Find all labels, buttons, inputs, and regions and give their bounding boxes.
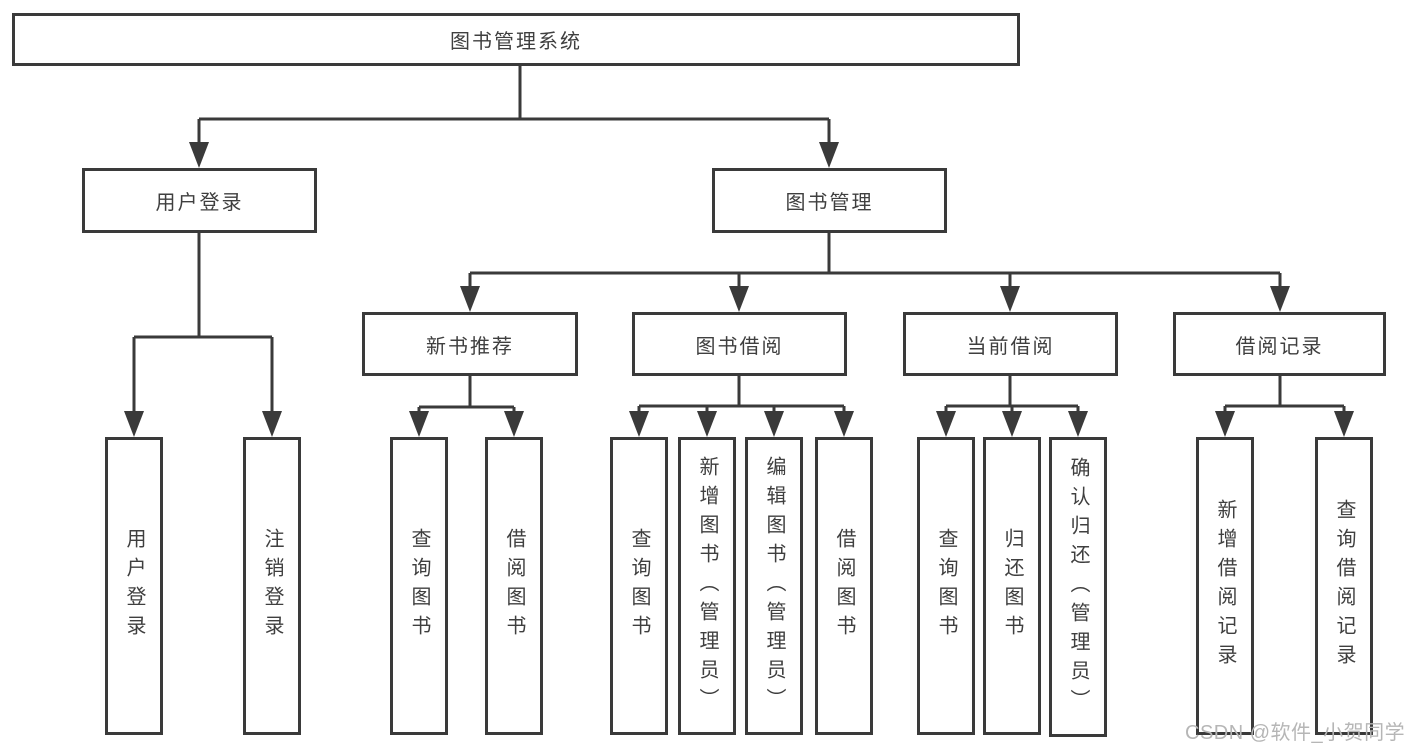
leaf-logout: 注销登录 bbox=[243, 437, 301, 735]
leaf-query-books-recommend-label: 查询图书 bbox=[408, 528, 430, 644]
connector-current-borrow-to-leaves bbox=[936, 376, 1088, 437]
leaf-add-book-admin-label: 新增图书（管理员） bbox=[696, 455, 718, 717]
node-book-management-label: 图书管理 bbox=[785, 192, 874, 214]
leaf-return-book-label: 归还图书 bbox=[1001, 528, 1023, 644]
node-book-borrow: 图书借阅 bbox=[632, 312, 847, 376]
node-borrow-record: 借阅记录 bbox=[1173, 312, 1386, 376]
connector-user-login-to-leaves bbox=[124, 233, 282, 437]
leaf-add-borrow-record: 新增借阅记录 bbox=[1196, 437, 1254, 735]
leaf-user-login: 用户登录 bbox=[105, 437, 163, 735]
leaf-confirm-return-admin-label: 确认归还（管理员） bbox=[1067, 456, 1089, 718]
leaf-borrow-books-recommend-label: 借阅图书 bbox=[503, 528, 525, 644]
connector-root-to-level2 bbox=[189, 66, 839, 168]
leaf-borrow-books: 借阅图书 bbox=[815, 437, 873, 735]
leaf-query-books-borrow: 查询图书 bbox=[610, 437, 668, 735]
leaf-query-books-current-label: 查询图书 bbox=[935, 528, 957, 644]
leaf-query-books-recommend: 查询图书 bbox=[390, 437, 448, 735]
leaf-borrow-books-label: 借阅图书 bbox=[833, 528, 855, 644]
leaf-return-book: 归还图书 bbox=[983, 437, 1041, 735]
node-new-book-recommend-label: 新书推荐 bbox=[426, 335, 514, 358]
node-new-book-recommend: 新书推荐 bbox=[362, 312, 578, 376]
node-user-login: 用户登录 bbox=[82, 168, 317, 233]
node-book-borrow-label: 图书借阅 bbox=[695, 335, 784, 358]
leaf-add-borrow-record-label: 新增借阅记录 bbox=[1214, 499, 1236, 673]
csdn-watermark: CSDN @软件_小贺同学 bbox=[1185, 722, 1405, 744]
node-user-login-label: 用户登录 bbox=[155, 192, 244, 214]
connector-book-borrow-to-leaves bbox=[629, 376, 854, 437]
leaf-query-books-borrow-label: 查询图书 bbox=[628, 528, 650, 644]
connector-new-book-recommend-to-leaves bbox=[409, 376, 524, 437]
node-root-library-system: 图书管理系统 bbox=[12, 13, 1020, 66]
node-root-label: 图书管理系统 bbox=[450, 31, 582, 53]
leaf-add-book-admin: 新增图书（管理员） bbox=[678, 437, 736, 735]
node-borrow-record-label: 借阅记录 bbox=[1235, 335, 1324, 358]
node-current-borrow-label: 当前借阅 bbox=[966, 335, 1055, 358]
leaf-edit-book-admin-label: 编辑图书（管理员） bbox=[763, 455, 785, 717]
connector-book-management-to-level3 bbox=[460, 233, 1290, 312]
leaf-borrow-books-recommend: 借阅图书 bbox=[485, 437, 543, 735]
leaf-edit-book-admin: 编辑图书（管理员） bbox=[745, 437, 803, 735]
node-book-management: 图书管理 bbox=[712, 168, 947, 233]
leaf-logout-label: 注销登录 bbox=[261, 528, 283, 644]
leaf-confirm-return-admin: 确认归还（管理员） bbox=[1049, 437, 1107, 737]
leaf-user-login-label: 用户登录 bbox=[123, 528, 145, 644]
connector-borrow-record-to-leaves bbox=[1215, 376, 1354, 437]
node-current-borrow: 当前借阅 bbox=[903, 312, 1118, 376]
leaf-query-borrow-record: 查询借阅记录 bbox=[1315, 437, 1373, 735]
leaf-query-books-current: 查询图书 bbox=[917, 437, 975, 735]
leaf-query-borrow-record-label: 查询借阅记录 bbox=[1333, 499, 1355, 673]
